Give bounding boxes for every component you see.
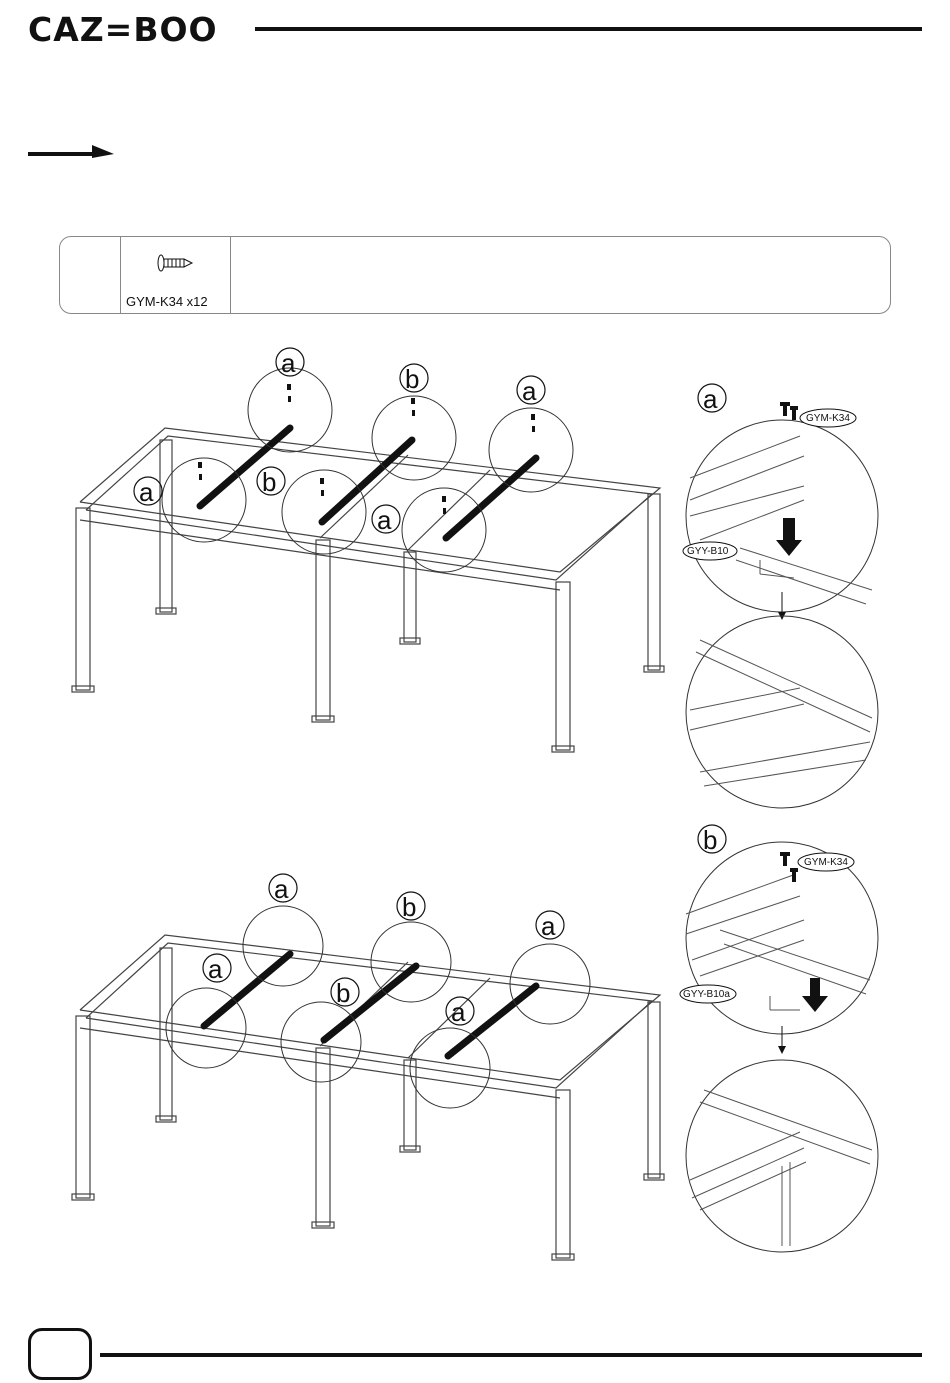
page-number-box bbox=[28, 1328, 92, 1380]
svg-text:b: b bbox=[703, 825, 717, 855]
detail-view-a: a GYM-K34 GYY-B10 bbox=[683, 384, 878, 808]
svg-text:b: b bbox=[262, 467, 276, 497]
svg-text:b: b bbox=[336, 978, 350, 1008]
screw-icon bbox=[158, 255, 192, 271]
svg-text:b: b bbox=[405, 364, 419, 394]
svg-text:GYY-B10a: GYY-B10a bbox=[683, 989, 730, 1000]
beam bbox=[204, 954, 536, 1056]
svg-text:b: b bbox=[402, 892, 416, 922]
svg-text:a: a bbox=[703, 384, 718, 414]
svg-text:a: a bbox=[139, 477, 154, 507]
footer-rule bbox=[100, 1353, 922, 1357]
svg-text:GYY-B10: GYY-B10 bbox=[687, 546, 729, 557]
svg-text:GYM-K34: GYM-K34 bbox=[806, 413, 850, 424]
svg-text:a: a bbox=[274, 874, 289, 904]
svg-text:a: a bbox=[522, 376, 537, 406]
svg-text:a: a bbox=[451, 997, 466, 1027]
svg-text:a: a bbox=[208, 954, 223, 984]
detail-view-b: b GYM-K34 GYY-B10a bbox=[680, 825, 878, 1252]
pergola-frame-bottom bbox=[72, 935, 664, 1260]
svg-text:a: a bbox=[377, 505, 392, 535]
svg-text:a: a bbox=[541, 911, 556, 941]
svg-text:a: a bbox=[281, 348, 296, 378]
arrow-right-icon bbox=[28, 145, 114, 158]
svg-text:GYM-K34: GYM-K34 bbox=[804, 857, 848, 868]
